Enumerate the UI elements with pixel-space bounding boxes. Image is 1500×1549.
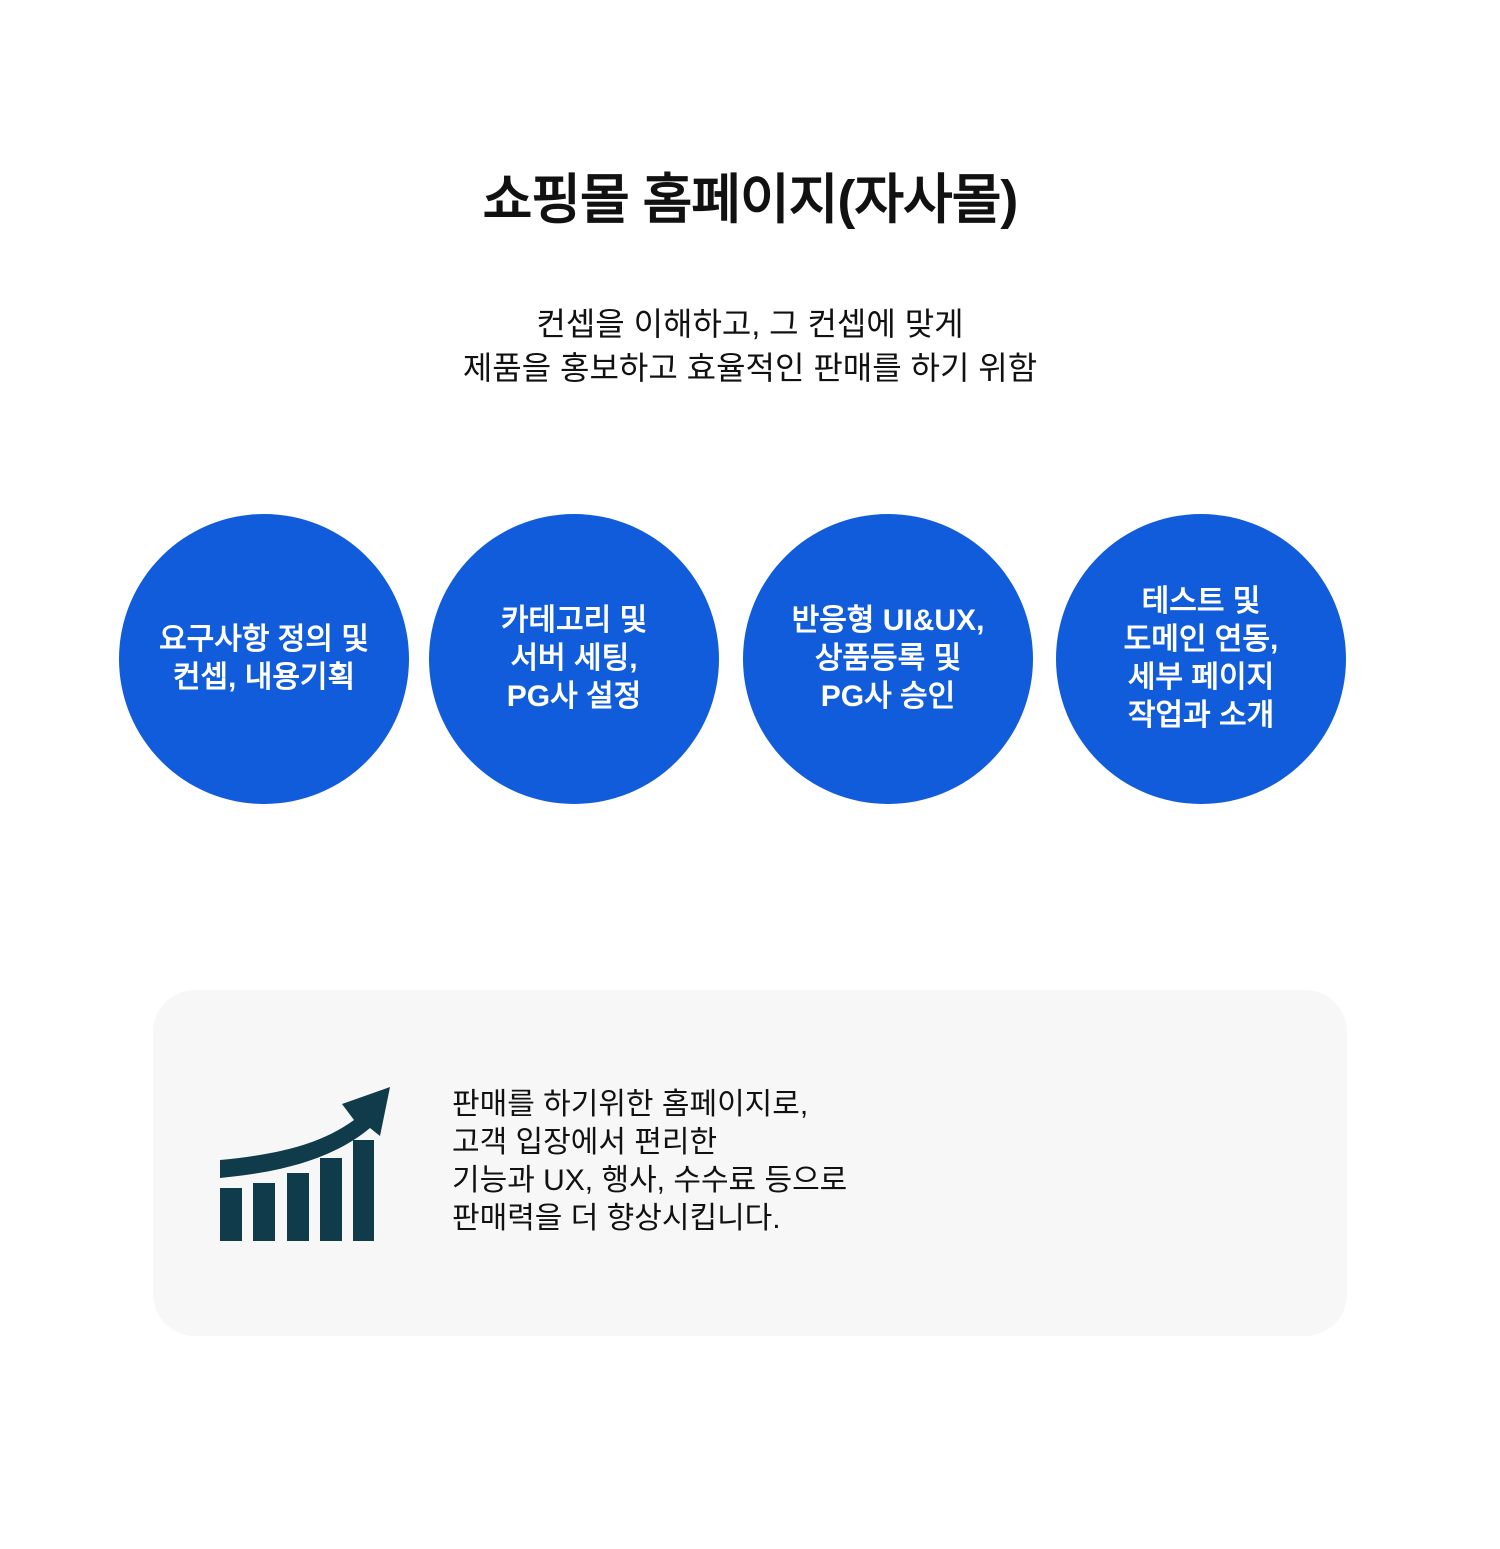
summary-line: 기능과 UX, 행사, 수수료 등으로: [452, 1164, 848, 1197]
step-line: 서버 세팅,: [510, 642, 638, 675]
step-line: 작업과 소개: [1127, 699, 1275, 732]
step-line: 도메인 연동,: [1123, 623, 1279, 656]
summary-line: 판매력을 더 향상시킵니다.: [452, 1202, 781, 1235]
step-line: 상품등록 및: [814, 642, 962, 675]
step-line: 요구사항 정의 및: [159, 623, 369, 656]
step-line: PG사 승인: [820, 680, 956, 713]
step-line: 카테고리 및: [500, 604, 648, 637]
page-title: 쇼핑몰 홈페이지(자사몰): [482, 170, 1019, 230]
summary-panel: [153, 990, 1347, 1336]
step-line: 반응형 UI&UX,: [791, 604, 985, 637]
step-line: PG사 설정: [506, 680, 642, 713]
step-category-server: 카테고리 및 서버 세팅, PG사 설정: [429, 514, 719, 804]
step-requirements: 요구사항 정의 및 컨셉, 내용기획: [119, 514, 409, 804]
summary-line: 고객 입장에서 편리한: [452, 1126, 718, 1159]
growth-chart-icon: [220, 1087, 390, 1241]
summary-line: 판매를 하기위한 홈페이지로,: [452, 1088, 809, 1121]
subtitle-line: 컨셉을 이해하고, 그 컨셉에 맞게: [536, 306, 964, 342]
step-test-domain: 테스트 및 도메인 연동, 세부 페이지 작업과 소개: [1056, 514, 1346, 804]
subtitle-line: 제품을 홍보하고 효율적인 판매를 하기 위함: [462, 350, 1038, 386]
step-line: 세부 페이지: [1127, 661, 1275, 694]
step-responsive-ui: 반응형 UI&UX, 상품등록 및 PG사 승인: [743, 514, 1033, 804]
step-line: 컨셉, 내용기획: [172, 661, 356, 694]
summary-text: 판매를 하기위한 홈페이지로, 고객 입장에서 편리한 기능과 UX, 행사, …: [452, 1086, 847, 1238]
step-line: 테스트 및: [1141, 585, 1261, 618]
subtitle: 컨셉을 이해하고, 그 컨셉에 맞게 제품을 홍보하고 효율적인 판매를 하기 …: [0, 302, 1500, 390]
